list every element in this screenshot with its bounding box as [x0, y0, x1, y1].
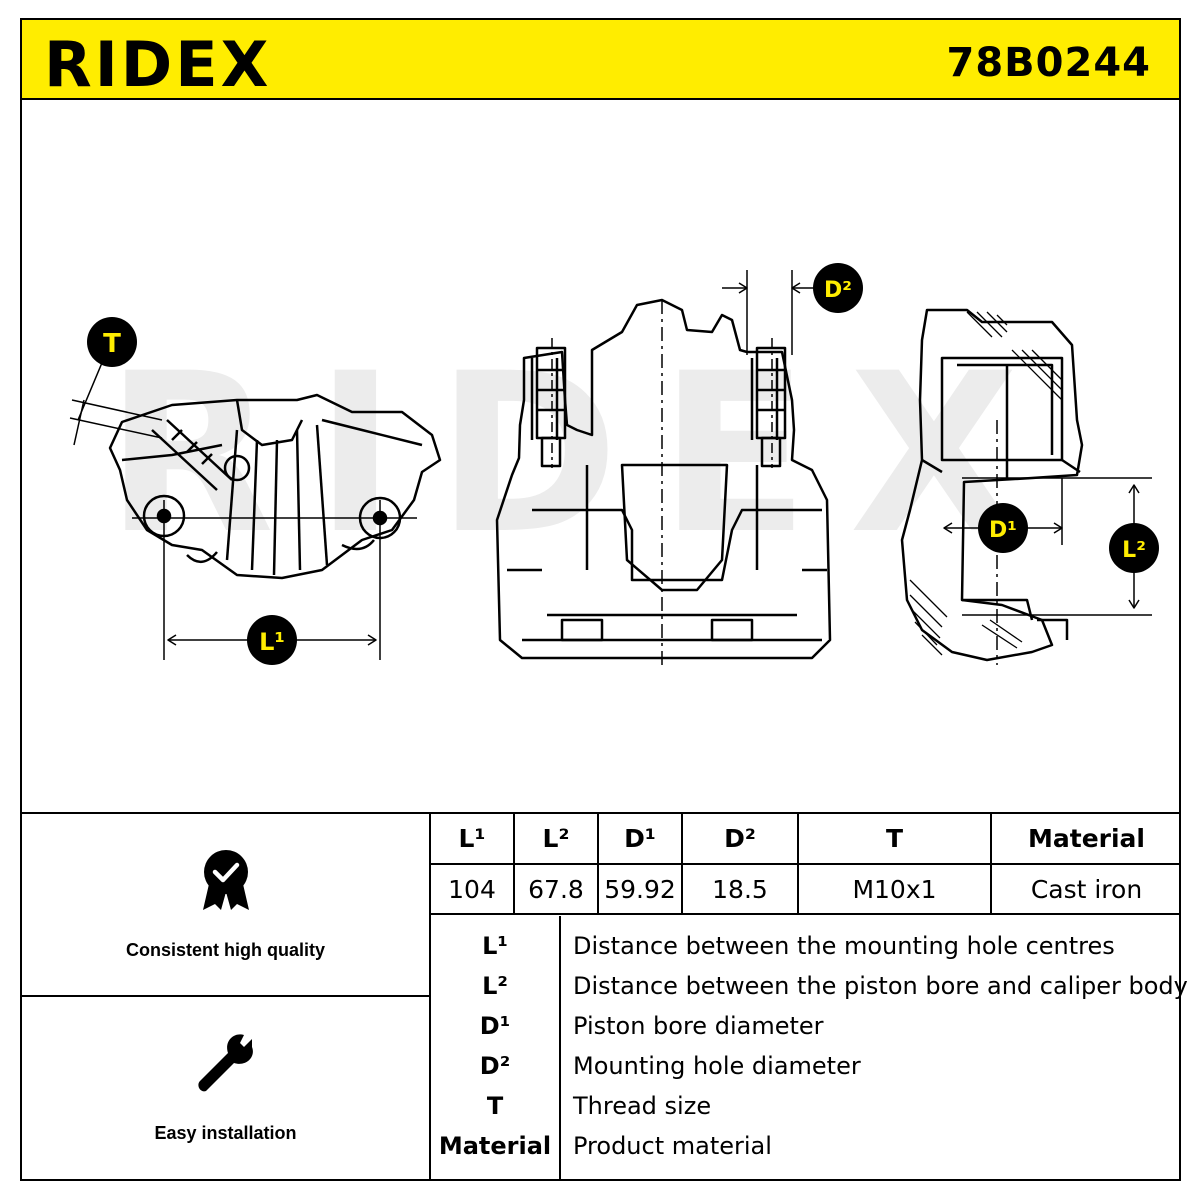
- legend-row: L² Distance between the piston bore and …: [431, 966, 1188, 1006]
- features-column: Consistent high quality Easy installatio…: [22, 814, 431, 1179]
- legend-key: T: [486, 1092, 504, 1120]
- legend-key: L²: [482, 972, 508, 1000]
- logo-text: RIDEX: [44, 32, 271, 92]
- callout-l1: L¹: [247, 615, 297, 665]
- callout-t: T: [87, 317, 137, 367]
- quality-badge-icon: [202, 850, 249, 910]
- svg-text:D¹: D¹: [989, 518, 1017, 543]
- specification-panel: Consistent high quality Easy installatio…: [20, 812, 1188, 1181]
- header-d1: D¹: [597, 814, 682, 865]
- caliper-side-view: [108, 393, 442, 580]
- callout-l2: L²: [1109, 523, 1159, 573]
- watermark: RIDEX: [105, 326, 1059, 582]
- feature-label: Easy installation: [154, 1123, 297, 1143]
- dimension-lines-middle: [551, 270, 817, 668]
- svg-text:T: T: [103, 329, 121, 359]
- table-row: 104 67.8 59.92 18.5 M10x1 Cast iron: [431, 864, 1181, 915]
- legend-value: Piston bore diameter: [573, 1012, 824, 1040]
- value-d1: 59.92: [597, 864, 682, 915]
- value-t: M10x1: [797, 864, 991, 915]
- callout-d1: D¹: [978, 503, 1028, 553]
- part-number: 78B0244: [946, 40, 1151, 86]
- legend-row: Material Product material: [431, 1126, 1181, 1166]
- caliper-technical-drawing: RIDEX: [69, 263, 1159, 668]
- ridex-logo: RIDEX: [44, 32, 271, 92]
- legend-key: L¹: [482, 932, 508, 960]
- legend-value: Distance between the piston bore and cal…: [573, 972, 1188, 1000]
- header-bar: RIDEX 78B0244: [20, 18, 1181, 100]
- header-t: T: [797, 814, 991, 865]
- legend-row: T Thread size: [431, 1086, 1181, 1126]
- legend-key: D¹: [479, 1012, 511, 1040]
- legend-value: Thread size: [573, 1092, 712, 1120]
- caliper-section-view: [900, 308, 1084, 662]
- caliper-front-view: [495, 298, 832, 660]
- header-l2: L²: [513, 814, 598, 865]
- dimension-lines-left: [69, 357, 417, 660]
- feature-installation: Easy installation: [22, 997, 429, 1179]
- svg-text:L¹: L¹: [259, 628, 285, 656]
- callout-d2: D²: [813, 263, 863, 313]
- value-l1: 104: [431, 864, 514, 915]
- header-d2: D²: [681, 814, 798, 865]
- legend-key: D²: [479, 1052, 511, 1080]
- svg-text:L²: L²: [1122, 538, 1146, 563]
- value-d2: 18.5: [681, 864, 798, 915]
- legend-key: Material: [438, 1132, 552, 1160]
- value-material: Cast iron: [990, 864, 1181, 915]
- header-l1: L¹: [431, 814, 514, 865]
- legend-row: D¹ Piston bore diameter: [431, 1006, 1181, 1046]
- legend-row: L¹ Distance between the mounting hole ce…: [431, 926, 1181, 966]
- legend-value: Product material: [573, 1132, 772, 1160]
- svg-text:D²: D²: [824, 278, 852, 303]
- feature-quality: Consistent high quality: [22, 814, 429, 997]
- legend: L¹ Distance between the mounting hole ce…: [431, 916, 1188, 1181]
- table-header-row: L¹ L² D¹ D² T Material: [431, 814, 1181, 865]
- header-material: Material: [990, 814, 1181, 865]
- legend-value: Mounting hole diameter: [573, 1052, 861, 1080]
- legend-divider: [559, 916, 561, 1181]
- legend-row: D² Mounting hole diameter: [431, 1046, 1181, 1086]
- feature-label: Consistent high quality: [125, 940, 325, 960]
- dimensions-table: L¹ L² D¹ D² T Material 104 67.8 59.92 18…: [431, 814, 1181, 915]
- wrench-icon: [197, 1034, 253, 1092]
- value-l2: 67.8: [513, 864, 598, 915]
- legend-value: Distance between the mounting hole centr…: [573, 932, 1115, 960]
